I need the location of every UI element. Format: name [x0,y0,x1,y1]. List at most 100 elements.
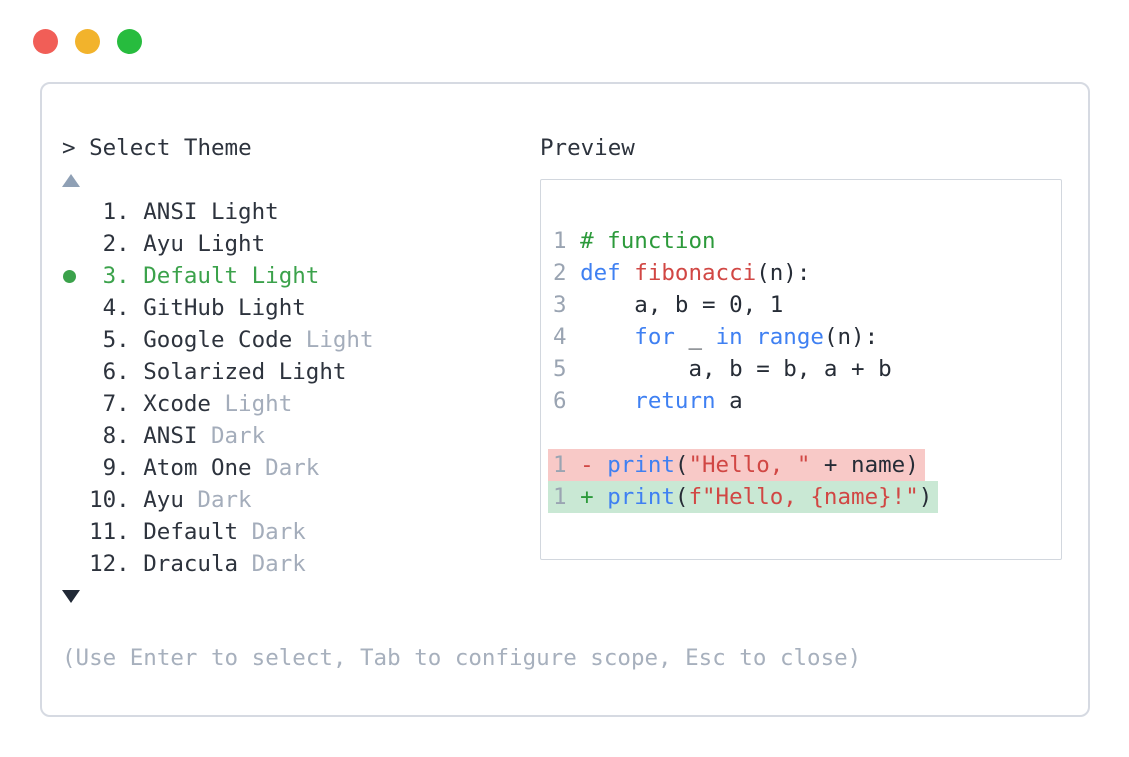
zoom-button-icon[interactable] [117,29,142,54]
theme-name: Atom One Dark [143,455,320,481]
preview-label: Preview [540,135,635,161]
token-plain: a [715,388,743,414]
token-keyword: for [634,324,675,350]
window-controls [33,29,142,54]
marker-cell [62,388,89,420]
diff-line-added: 1 + print(f"Hello, {name}!") [548,481,1049,513]
theme-item[interactable]: 1.ANSI Light [62,196,374,228]
token-string: "Hello, " [688,452,811,478]
marker-cell [62,548,89,580]
theme-name: Default Light [143,263,320,289]
code-line-content: 5 a, b = b, a + b [548,353,898,385]
theme-variant-dim: Dark [183,487,252,513]
help-text: (Use Enter to select, Tab to configure s… [62,645,862,671]
token-plain [580,388,634,414]
code-line-content: 2 def fibonacci(n): [548,257,816,289]
line-number: 1 [553,452,581,478]
theme-variant-dim: Light [210,391,293,417]
theme-number: 4. [102,295,130,321]
scroll-up-indicator[interactable] [62,164,80,196]
selected-dot-icon [63,269,76,283]
theme-number: 10. [89,487,130,513]
marker-cell [62,420,89,452]
marker-cell [62,324,89,356]
token-plain: a, b = b, a + b [580,356,892,382]
triangle-down-icon [62,590,80,603]
theme-name: Default Dark [143,519,306,545]
scroll-down-indicator[interactable] [62,580,80,612]
marker-cell [62,356,89,388]
token-plain: ( [674,484,689,510]
token-keyword: range [756,324,824,350]
theme-item[interactable]: 5.Google Code Light [62,324,374,356]
theme-number: 1. [102,199,130,225]
marker-cell [62,452,89,484]
token-minus: - [580,452,608,478]
theme-list: 1.ANSI Light 2. Ayu Light 3. Default Light 4.… [62,196,374,580]
line-number: 1 [553,228,581,254]
theme-picker-window: > Select Theme 1.ANSI Light 2. Ayu Light 3.… [40,82,1090,717]
theme-variant-dim: Light [292,327,374,353]
line-number: 4 [553,324,581,350]
marker-cell [62,516,89,548]
token-plain [743,324,757,350]
marker-cell [62,196,89,228]
minimize-button-icon[interactable] [75,29,100,54]
code-line-content: 3 a, b = 0, 1 [548,289,789,321]
marker-cell [62,484,89,516]
theme-name: Ayu Dark [143,487,252,513]
theme-item[interactable]: 3. Default Light [62,260,374,292]
theme-variant-dim: Dark [197,423,266,449]
token-plain: _ [674,324,716,350]
marker-cell [62,260,89,292]
theme-item[interactable]: 2. Ayu Light [62,228,374,260]
code-line-content: 1 + print(f"Hello, {name}!") [548,481,939,513]
token-plain: a, b = 0, 1 [580,292,784,318]
token-plain: (n): [756,260,811,286]
token-func: fibonacci [634,260,757,286]
token-plus: + [580,484,608,510]
line-number: 6 [553,388,581,414]
select-theme-prompt: > Select Theme [62,135,252,161]
marker-cell [62,228,89,260]
line-number: 2 [553,260,581,286]
theme-item[interactable]: 11. Default Dark [62,516,374,548]
theme-item[interactable]: 7.Xcode Light [62,388,374,420]
code-line: 5 a, b = b, a + b [553,353,1049,385]
theme-variant-dim: Dark [238,551,306,577]
close-button-icon[interactable] [33,29,58,54]
theme-item[interactable]: 10. Ayu Dark [62,484,374,516]
theme-name: Ayu Light [143,231,266,257]
token-plain [621,260,635,286]
theme-number: 7. [102,391,130,417]
code-line-content: 6 return a [548,385,749,417]
code-line-content: 1 # function [548,225,722,257]
code-line [553,417,1049,449]
token-keyword: def [580,260,621,286]
theme-item[interactable]: 4.GitHub Light [62,292,374,324]
line-number: 1 [553,484,581,510]
code-line: 4 for _ in range(n): [553,321,1049,353]
theme-number: 3. [102,263,130,289]
line-number: 5 [553,356,581,382]
diff-line-removed: 1 - print("Hello, " + name) [548,449,1049,481]
theme-number: 2. [102,231,130,257]
line-number: 3 [553,292,581,318]
theme-number: 11. [89,519,130,545]
theme-item[interactable]: 9.Atom One Dark [62,452,374,484]
token-comment: # function [580,228,716,254]
code-line-content [548,417,559,449]
code-line: 6 return a [553,385,1049,417]
theme-name: ANSI Dark [143,423,266,449]
theme-item[interactable]: 8.ANSI Dark [62,420,374,452]
theme-item[interactable]: 6.Solarized Light [62,356,374,388]
token-plain [580,324,634,350]
token-keyword: print [607,484,675,510]
token-keyword: return [634,388,716,414]
token-string: f"Hello, {name}!" [688,484,919,510]
code-line: 3 a, b = 0, 1 [553,289,1049,321]
theme-item[interactable]: 12.Dracula Dark [62,548,374,580]
code-line-content: 4 for _ in range(n): [548,321,884,353]
